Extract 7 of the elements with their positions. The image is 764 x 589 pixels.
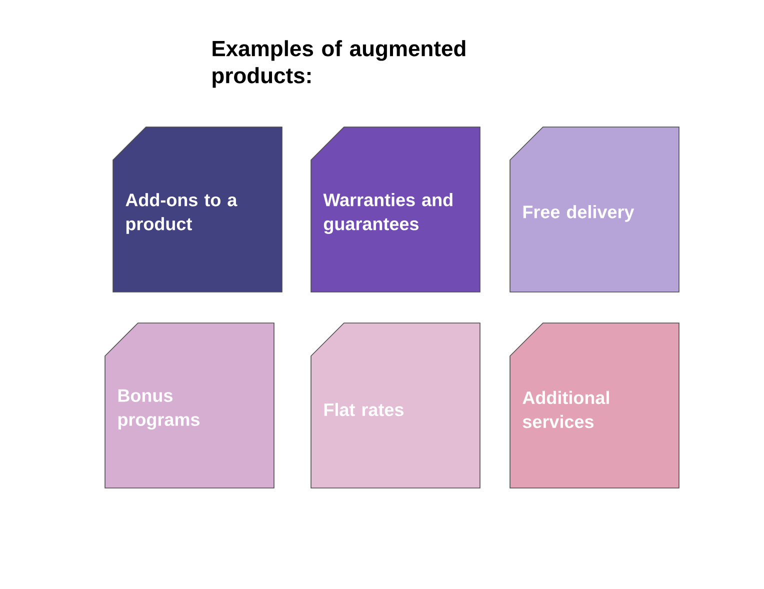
note-box: Bonus programs bbox=[104, 322, 274, 488]
title: Examples of augmented products: bbox=[212, 40, 466, 88]
note-box: Free delivery bbox=[510, 126, 680, 292]
note-box: Flat rates bbox=[310, 322, 480, 488]
note-box: Additional services bbox=[510, 322, 680, 488]
note-box: Add-ons to a product bbox=[112, 126, 282, 292]
note-box: Warranties and guarantees bbox=[310, 126, 480, 292]
